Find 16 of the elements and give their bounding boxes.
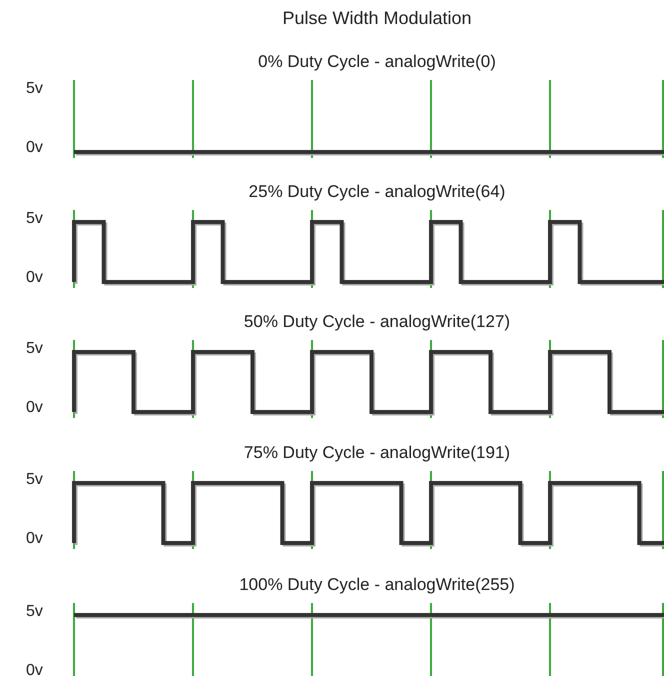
- axis-label: 5v: [26, 341, 43, 357]
- axis-label: 5v: [26, 81, 43, 97]
- panel-title: 25% Duty Cycle - analogWrite(64): [248, 183, 506, 200]
- panel-title: 50% Duty Cycle - analogWrite(127): [242, 313, 512, 330]
- axis-label: 5v: [26, 604, 43, 620]
- panel-title: 0% Duty Cycle - analogWrite(0): [257, 53, 497, 70]
- axis-label: 5v: [26, 211, 43, 227]
- panel-title: 75% Duty Cycle - analogWrite(191): [242, 444, 512, 461]
- chart-title: Pulse Width Modulation: [281, 9, 473, 27]
- axis-label: 0v: [26, 400, 43, 416]
- axis-label: 5v: [26, 472, 43, 488]
- panel-title: 100% Duty Cycle - analogWrite(255): [238, 576, 516, 593]
- axis-label: 0v: [26, 663, 43, 676]
- axis-label: 0v: [26, 140, 43, 156]
- axis-label: 0v: [26, 531, 43, 547]
- axis-label: 0v: [26, 270, 43, 286]
